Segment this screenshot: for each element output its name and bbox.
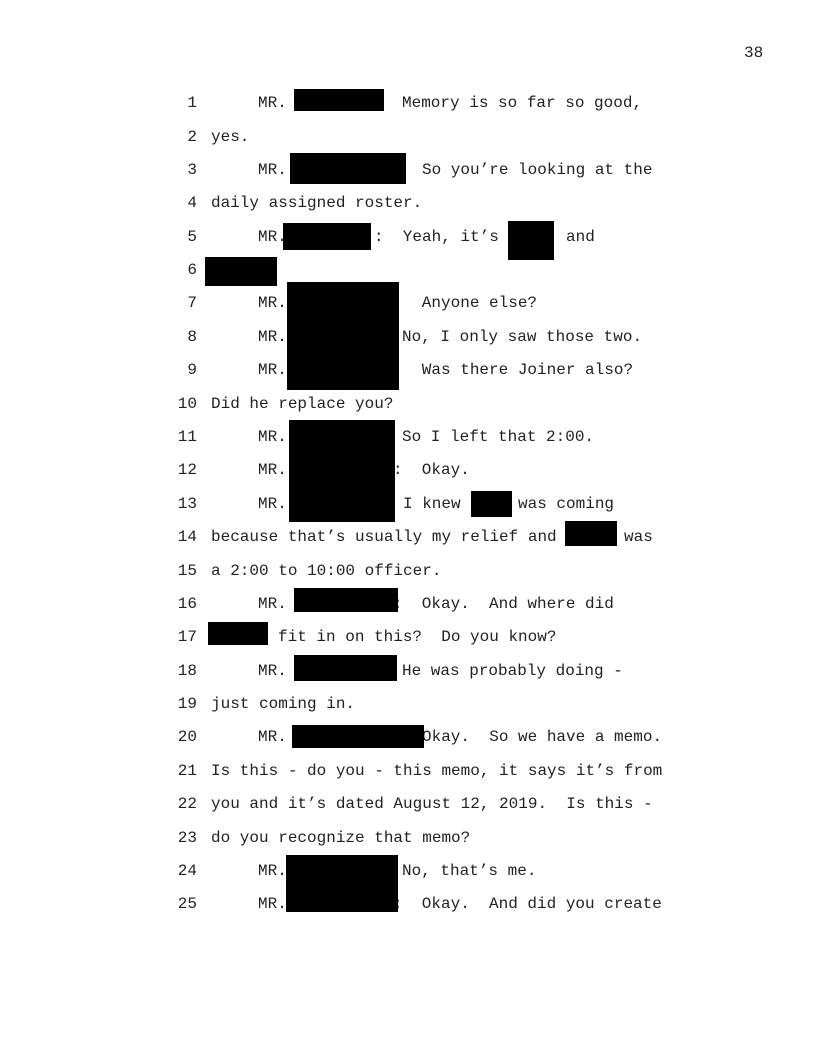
redaction-box	[289, 420, 395, 522]
line-text: Okay. So we have a memo.	[422, 728, 663, 746]
line-number: 24	[177, 862, 197, 880]
line-number: 4	[187, 194, 197, 212]
line-text: Did he replace you?	[211, 395, 394, 413]
line-number: 13	[177, 495, 197, 513]
line-text: So you’re looking at the	[422, 161, 653, 179]
line-number: 20	[177, 728, 197, 746]
speaker-prefix: MR.	[258, 895, 287, 913]
speaker-prefix: MR.	[258, 161, 287, 179]
line-number: 16	[177, 595, 197, 613]
speaker-prefix: MR.	[258, 328, 287, 346]
speaker-prefix: MR.	[258, 495, 287, 513]
redaction-box	[283, 223, 371, 250]
line-text: No, that’s me.	[402, 862, 537, 880]
line-text: because that’s usually my relief and	[211, 528, 557, 546]
page-number: 38	[744, 44, 764, 62]
line-number: 22	[177, 795, 197, 813]
line-number: 10	[177, 395, 197, 413]
line-text: : Was there Joiner also?	[393, 361, 634, 379]
line-text: : Okay.	[393, 461, 470, 479]
redaction-box	[294, 655, 397, 681]
speaker-prefix: MR.	[258, 662, 287, 680]
line-number: 6	[187, 261, 197, 279]
line-text: So I left that 2:00.	[402, 428, 595, 446]
line-text: : Anyone else?	[393, 294, 538, 312]
line-number: 21	[177, 762, 197, 780]
redaction-box	[508, 221, 554, 260]
redaction-box	[294, 89, 384, 111]
line-number: 19	[177, 695, 197, 713]
speaker-prefix: MR.	[258, 461, 287, 479]
redaction-box	[292, 725, 424, 748]
line-number: 8	[187, 328, 197, 346]
line-number: 14	[177, 528, 197, 546]
line-text: No, I only saw those two.	[402, 328, 643, 346]
line-number: 9	[187, 361, 197, 379]
line-text: was	[624, 528, 653, 546]
line-number: 25	[177, 895, 197, 913]
line-text: yes.	[211, 128, 250, 146]
line-text: I knew	[403, 495, 461, 513]
speaker-prefix: MR.	[258, 228, 287, 246]
redaction-box	[294, 588, 398, 612]
speaker-prefix: MR.	[258, 294, 287, 312]
redaction-box	[287, 282, 399, 390]
line-number: 3	[187, 161, 197, 179]
line-text: : Yeah, it’s	[374, 228, 499, 246]
speaker-prefix: MR.	[258, 361, 287, 379]
line-number: 18	[177, 662, 197, 680]
line-number: 1	[187, 94, 197, 112]
line-text: do you recognize that memo?	[211, 829, 471, 847]
line-text: and	[566, 228, 595, 246]
line-text: just coming in.	[211, 695, 356, 713]
line-text: He was probably doing -	[402, 662, 623, 680]
redaction-box	[205, 257, 277, 286]
line-text: fit in on this? Do you know?	[278, 628, 557, 646]
speaker-prefix: MR.	[258, 94, 287, 112]
redaction-box	[565, 521, 617, 546]
redaction-box	[290, 153, 406, 184]
line-text: was coming	[518, 495, 615, 513]
line-text: : Okay. And where did	[393, 595, 614, 613]
line-number: 17	[177, 628, 197, 646]
line-text: : Okay. And did you create	[393, 895, 662, 913]
line-number: 12	[177, 461, 197, 479]
redaction-box	[286, 855, 398, 912]
line-number: 23	[177, 829, 197, 847]
line-number: 11	[177, 428, 197, 446]
line-text: a 2:00 to 10:00 officer.	[211, 562, 442, 580]
redaction-box	[208, 622, 268, 645]
line-text: Is this - do you - this memo, it says it…	[211, 762, 663, 780]
line-number: 15	[177, 562, 197, 580]
speaker-prefix: MR.	[258, 728, 287, 746]
line-number: 5	[187, 228, 197, 246]
speaker-prefix: MR.	[258, 862, 287, 880]
line-number: 2	[187, 128, 197, 146]
redaction-box	[471, 491, 512, 517]
line-text: Memory is so far so good,	[402, 94, 643, 112]
line-text: you and it’s dated August 12, 2019. Is t…	[211, 795, 653, 813]
speaker-prefix: MR.	[258, 595, 287, 613]
line-number: 7	[187, 294, 197, 312]
line-text: daily assigned roster.	[211, 194, 423, 212]
speaker-prefix: MR.	[258, 428, 287, 446]
